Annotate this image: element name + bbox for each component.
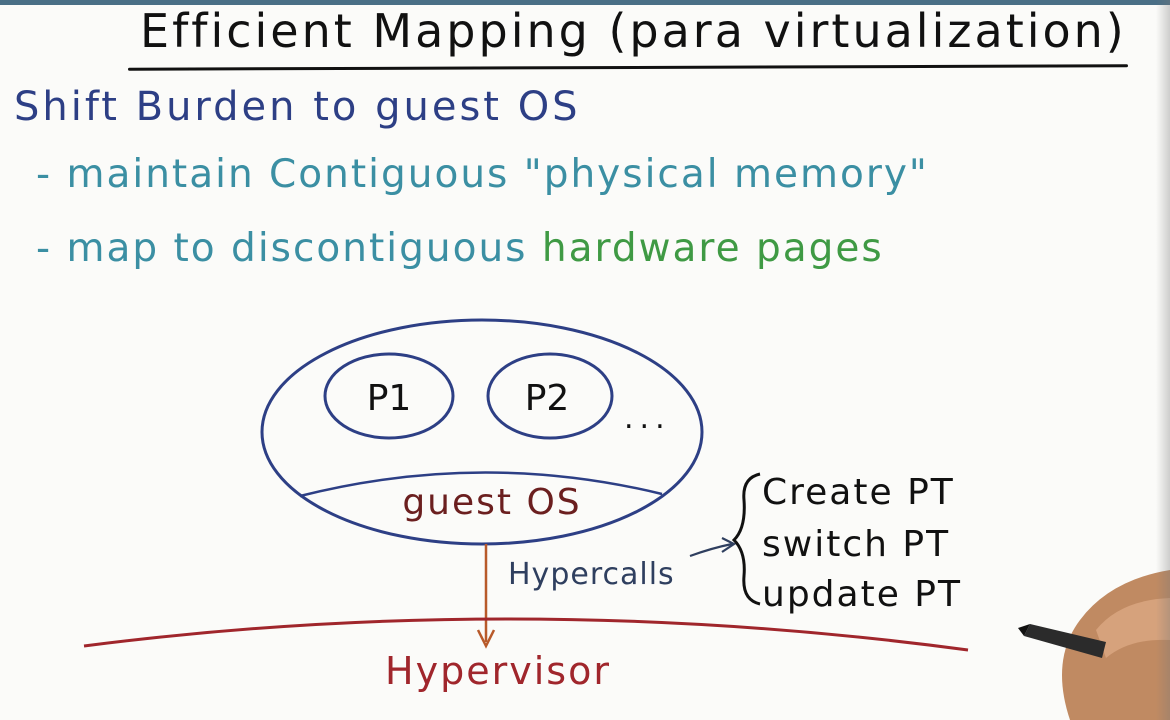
presenter-hand-image [1018,570,1170,720]
process-p1-ellipse [323,352,455,440]
more-processes-ellipsis: ... [624,401,671,436]
hardware-pages-highlight: hardware pages [541,226,884,271]
guest-os-divider [299,471,663,498]
bullet-item-contiguous: - maintain Contiguous "physical memory" [36,152,929,197]
hypercalls-label: Hypercalls [508,557,675,592]
bullet-heading: Shift Burden to guest OS [14,84,581,130]
process-p1-label: P1 [367,378,412,419]
bullet-item-discontiguous-text: - map to discontiguous [36,226,528,271]
window-right-edge [1156,0,1170,720]
hypercalls-arrow [689,542,733,558]
guest-os-label: guest OS [402,482,581,523]
bullet-item-discontiguous: - map to discontiguous hardware pages [36,226,884,271]
hypercalls-brace [731,472,761,606]
hypervisor-boundary-curve [83,617,969,652]
hypervisor-label: Hypervisor [385,649,611,693]
window-top-bar [0,0,1170,5]
page-title: Efficient Mapping (para virtualization) [140,4,1127,58]
call-create-pt: Create PT [762,472,955,513]
hypercalls-arrowhead [721,537,737,553]
process-p2-label: P2 [525,378,570,419]
call-update-pt: update PT [762,574,962,615]
guest-to-hypervisor-arrowhead [476,629,496,649]
call-switch-pt: switch PT [762,524,950,565]
guest-vm-ellipse [260,318,704,546]
process-p2-ellipse [486,352,614,440]
